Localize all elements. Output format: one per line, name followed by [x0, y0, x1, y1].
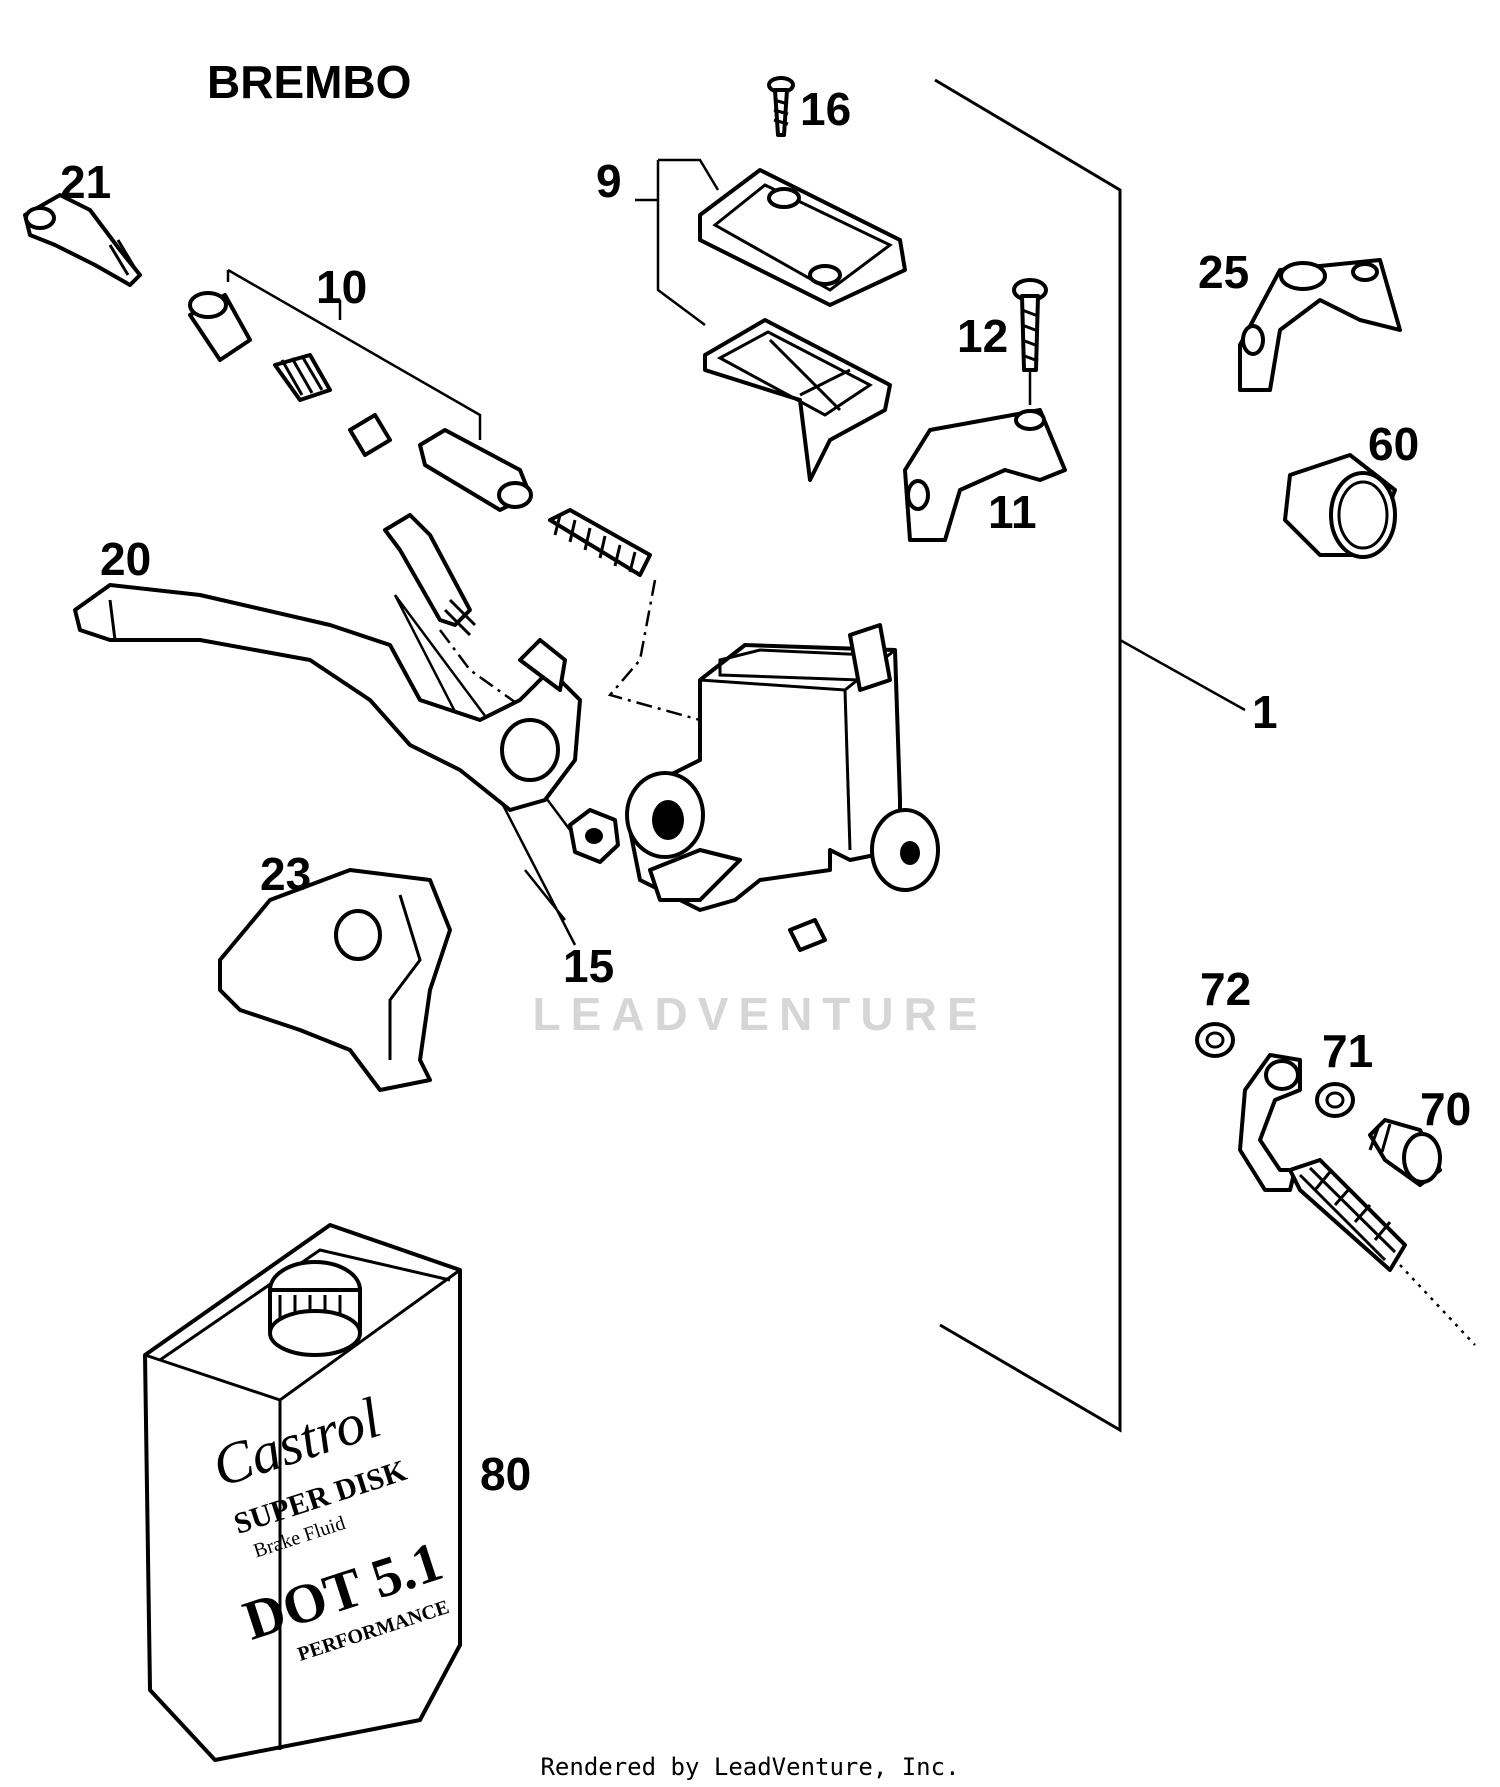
callout-20: 20 [100, 533, 151, 585]
footer-credit: Rendered by LeadVenture, Inc. [540, 1753, 959, 1781]
assembly-bracket [934, 78, 1246, 1433]
brake-fluid-can-80: Castrol SUPER DISK Brake Fluid DOT 5.1 P… [143, 1223, 462, 1762]
reservoir-cap-9 [698, 168, 907, 307]
clamp-25 [1238, 258, 1402, 392]
nut-15 [568, 808, 620, 864]
callout-16: 16 [800, 83, 851, 135]
leader-9 [635, 158, 720, 327]
callout-10: 10 [316, 261, 367, 313]
screw-16 [767, 76, 795, 137]
washer-72 [1195, 1022, 1235, 1058]
adjuster-21 [23, 193, 142, 287]
lever-20 [73, 583, 582, 812]
assembly-line-a [607, 579, 701, 722]
callout-15: 15 [563, 940, 614, 992]
callout-60: 60 [1368, 418, 1419, 470]
master-cylinder-body [625, 623, 940, 952]
callout-80: 80 [480, 1448, 531, 1500]
pivot-bolt-15 [383, 513, 477, 637]
watermark-text: LEADVENTURE [532, 988, 987, 1040]
clamp-11 [903, 408, 1067, 542]
brand-title: BREMBO [207, 56, 411, 108]
banjo-bolt-70 [1368, 1118, 1442, 1187]
callout-25: 25 [1198, 246, 1249, 298]
bolt-12 [1012, 278, 1048, 405]
hose-banjo [1238, 1053, 1476, 1346]
callout-72: 72 [1200, 963, 1251, 1015]
leader-10 [226, 268, 482, 440]
reservoir-gasket-9 [703, 318, 892, 482]
callout-12: 12 [957, 310, 1008, 362]
callout-71: 71 [1322, 1025, 1373, 1077]
callout-9: 9 [596, 155, 622, 207]
callout-23: 23 [260, 848, 311, 900]
piston-kit-10 [188, 291, 652, 577]
lever-guard-23 [218, 868, 452, 1092]
sleeve-60 [1283, 453, 1397, 559]
callout-70: 70 [1420, 1083, 1471, 1135]
washer-71 [1315, 1082, 1355, 1118]
callout-11: 11 [988, 486, 1037, 538]
callout-1: 1 [1252, 686, 1278, 738]
callout-21: 21 [60, 156, 111, 208]
